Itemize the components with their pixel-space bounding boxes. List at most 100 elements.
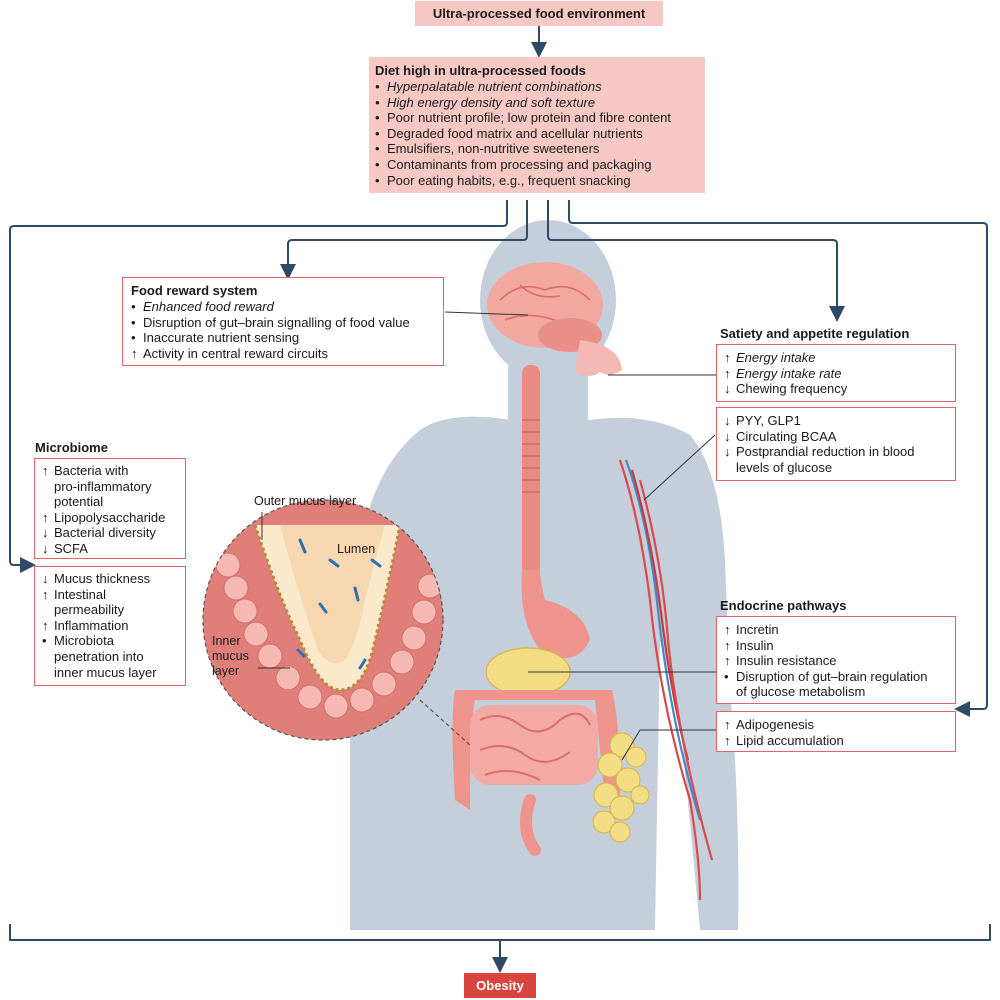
endocrine-title: Endocrine pathways — [720, 598, 847, 613]
list-item: levels of glucose — [736, 459, 833, 475]
arm-vessels — [618, 459, 714, 901]
diet-item: Hyperpalatable nutrient combinations — [387, 79, 602, 94]
flow-arrows — [9, 26, 991, 973]
intestinal-inset — [203, 500, 443, 740]
diet-title: Diet high in ultra-processed foods — [375, 63, 586, 78]
satiety-box-1: ↑ Energy intake ↑ Energy intake rate ↓ Chew… — [716, 344, 956, 402]
endocrine-box-2: ↑ Adipogenesis ↑ Lipid accumulation — [716, 711, 956, 752]
list-symbol: ↑ — [724, 350, 731, 365]
diet-item: High energy density and soft texture — [387, 94, 596, 110]
diet-box: Diet high in ultra-processed foods •Hype… — [369, 57, 705, 193]
list-item: Adipogenesis — [736, 717, 815, 732]
obesity-label: Obesity — [476, 978, 524, 993]
list-item: Postprandial reduction in blood — [736, 444, 915, 460]
list-symbol: ↑ — [724, 732, 731, 748]
list-symbol: • — [131, 314, 136, 330]
diet-list: •Hyperpalatable nutrient combinations •H… — [375, 79, 672, 188]
list-item: Circulating BCAA — [736, 428, 837, 444]
satiety-title: Satiety and appetite regulation — [720, 326, 910, 341]
outer-mucus-label: Outer mucus layer — [254, 494, 357, 508]
food-reward-title: Food reward system — [131, 283, 258, 298]
diet-item: Contaminants from processing and packagi… — [387, 156, 652, 172]
satiety-list-1: ↑ Energy intake ↑ Energy intake rate ↓ Chew… — [724, 350, 955, 397]
list-symbol: ↑ — [42, 509, 49, 525]
list-item: potential — [54, 494, 104, 510]
satiety-list-2: ↓ PYY, GLP1 ↓ Circulating BCAA ↓ Postprandi… — [724, 413, 955, 475]
list-item: Lipopolysaccharide — [54, 509, 166, 525]
lumen-label: Lumen — [337, 542, 376, 556]
list-item: Mucus thickness — [54, 571, 151, 586]
list-item: Disruption of gut–brain signalling of fo… — [143, 314, 410, 330]
list-symbol: ↑ — [42, 617, 49, 633]
diet-item: Poor nutrient profile; low protein and f… — [387, 110, 672, 126]
inner-mucus-label-line: mucus — [212, 649, 249, 663]
list-item: inner mucus layer — [54, 664, 157, 680]
list-item: Incretin — [736, 622, 779, 637]
list-item: Microbiota — [54, 633, 114, 649]
inner-mucus-label-line: Inner — [212, 634, 241, 648]
list-item: PYY, GLP1 — [736, 413, 801, 428]
list-item: Disruption of gut–brain regulation — [736, 668, 928, 684]
list-item: Chewing frequency — [736, 381, 848, 397]
list-item: Lipid accumulation — [736, 732, 844, 748]
list-item: Activity in central reward circuits — [143, 345, 328, 361]
list-symbol: ↑ — [42, 586, 49, 602]
list-item: SCFA — [54, 540, 88, 556]
list-item: Energy intake — [736, 350, 816, 365]
microbiome-list-2: ↓ Mucus thickness ↑ Intestinal permeabilit… — [42, 571, 185, 680]
list-symbol: ↓ — [42, 571, 49, 586]
list-item: Insulin — [736, 637, 774, 653]
stomach-icon — [521, 570, 590, 658]
list-symbol: ↑ — [724, 717, 731, 732]
list-item: Intestinal — [54, 586, 107, 602]
endocrine-box-1: ↑ Incretin ↑ Insulin ↑ Insulin resistance •… — [716, 616, 956, 704]
food-reward-list: • Enhanced food reward • Disruption of gut… — [131, 299, 443, 361]
endocrine-list-2: ↑ Adipogenesis ↑ Lipid accumulation — [724, 717, 955, 748]
intestines-icon — [452, 690, 620, 856]
list-item: penetration into — [54, 648, 144, 664]
satiety-box-2: ↓ PYY, GLP1 ↓ Circulating BCAA ↓ Postprandi… — [716, 407, 956, 481]
diet-item: Poor eating habits, e.g., frequent snack… — [387, 172, 631, 188]
esophagus-icon — [522, 365, 540, 575]
list-symbol: ↑ — [724, 365, 731, 381]
brain-icon — [487, 262, 603, 352]
list-symbol: ↑ — [42, 463, 49, 478]
diet-item: Emulsifiers, non-nutritive sweeteners — [387, 141, 600, 157]
food-reward-box: Food reward system • Enhanced food reward… — [122, 277, 444, 366]
list-symbol: ↓ — [42, 525, 49, 541]
list-symbol: • — [724, 668, 729, 684]
list-symbol: ↑ — [724, 653, 731, 669]
adipose-tissue-icon — [592, 732, 650, 843]
list-item: Enhanced food reward — [143, 299, 274, 314]
list-item: Inflammation — [54, 617, 129, 633]
list-symbol: • — [131, 299, 136, 314]
diet-item: Degraded food matrix and acellular nutri… — [387, 125, 643, 141]
list-symbol: • — [131, 330, 136, 346]
environment-label: Ultra-processed food environment — [432, 6, 646, 21]
list-symbol: ↑ — [131, 345, 138, 361]
microbiome-list-1: ↑Bacteria with pro-inflammatory potentia… — [42, 463, 185, 557]
list-symbol: ↓ — [724, 444, 731, 460]
microbiome-box-2: ↓ Mucus thickness ↑ Intestinal permeabilit… — [34, 566, 186, 686]
microbiome-box-1: ↑Bacteria with pro-inflammatory potentia… — [34, 458, 186, 559]
endocrine-list-1: ↑ Incretin ↑ Insulin ↑ Insulin resistance •… — [724, 622, 955, 700]
list-item: permeability — [54, 602, 125, 618]
list-symbol: ↑ — [724, 637, 731, 653]
list-item: Energy intake rate — [736, 365, 842, 381]
list-symbol: ↓ — [724, 381, 731, 397]
microbiome-title: Microbiome — [35, 440, 108, 455]
list-item: pro-inflammatory — [54, 478, 152, 494]
list-symbol: ↓ — [42, 540, 49, 556]
list-item: Insulin resistance — [736, 653, 837, 669]
list-symbol: • — [42, 633, 47, 649]
list-symbol: ↓ — [724, 413, 731, 428]
list-item: Inaccurate nutrient sensing — [143, 330, 300, 346]
inner-mucus-label: Inner mucus layer — [212, 634, 249, 679]
obesity-box: Obesity — [464, 973, 536, 998]
list-symbol: ↓ — [724, 428, 731, 444]
list-symbol: ↑ — [724, 622, 731, 637]
list-item: of glucose metabolism — [736, 684, 866, 700]
list-item: Bacterial diversity — [54, 525, 156, 541]
leader-lines — [444, 311, 716, 761]
